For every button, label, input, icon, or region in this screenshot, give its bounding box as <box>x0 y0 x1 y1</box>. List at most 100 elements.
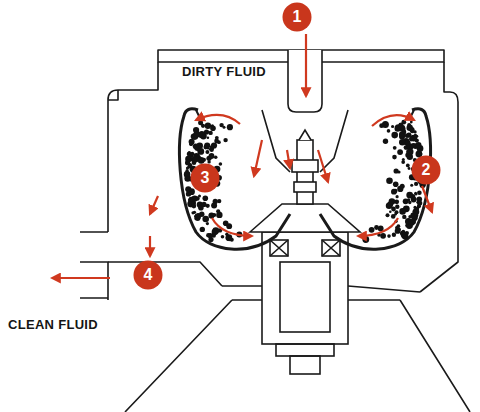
sediment-dot <box>395 228 401 234</box>
sediment-dot <box>391 125 394 128</box>
sediment-dot <box>413 208 420 215</box>
sediment-dot <box>408 167 411 170</box>
sediment-dot <box>193 211 196 214</box>
sediment-dot <box>193 156 199 162</box>
sediment-dot <box>215 136 219 140</box>
motor <box>262 232 348 374</box>
spindle-tip <box>299 130 311 140</box>
callout-number: 4 <box>133 260 163 290</box>
sediment-dot <box>411 143 416 148</box>
flow-arrow <box>150 196 158 214</box>
sediment-dot <box>387 234 391 238</box>
spindle <box>250 130 360 232</box>
spindle-nut <box>294 182 316 192</box>
flow-arrow <box>196 115 240 124</box>
sediment-dot <box>207 136 210 139</box>
sediment-dot <box>374 225 379 230</box>
motor-casing <box>262 232 348 344</box>
sediment-dot <box>406 144 410 148</box>
sediment-dot <box>383 139 388 144</box>
sediment-dot <box>387 129 391 133</box>
sediment-dot <box>185 176 190 181</box>
sediment-dot <box>406 192 413 199</box>
callout-number: 2 <box>411 155 441 185</box>
sediment-dot <box>420 153 423 156</box>
sediment-dot <box>193 143 199 149</box>
sediment-dot <box>391 132 398 139</box>
motor-foot <box>276 344 334 356</box>
sediment-dot <box>392 233 396 237</box>
callout-disc <box>134 261 163 290</box>
sediment-dot <box>210 126 216 132</box>
motor-core <box>280 262 330 332</box>
sediment-dot <box>415 193 418 196</box>
sediment-dot <box>206 222 209 225</box>
sediment-dot <box>201 124 205 128</box>
sediment-dot <box>189 139 195 145</box>
flow-arrow <box>212 218 252 236</box>
housing-lip <box>108 90 118 100</box>
sediment-dot <box>187 155 191 159</box>
sediment-dot <box>200 227 205 232</box>
callout-text: 2 <box>411 155 441 185</box>
flow-arrow <box>52 277 110 279</box>
sediment-dot <box>417 200 422 205</box>
sediment-dot <box>217 199 221 203</box>
sediment-dot <box>407 148 414 155</box>
sediment-dot <box>399 139 406 146</box>
sediment-dot <box>202 216 209 223</box>
bowl-left <box>180 109 290 249</box>
sediment-dot <box>203 196 209 202</box>
sediment-dot <box>211 203 217 209</box>
sediment-dot <box>193 127 199 133</box>
flow-arrow <box>287 150 290 168</box>
flow-arrow <box>318 150 328 182</box>
callout-disc <box>191 164 220 193</box>
housing <box>80 50 470 412</box>
sediment-dot <box>386 213 390 217</box>
sediment-dot <box>408 215 411 218</box>
sediment-dot <box>209 148 212 151</box>
sediment-dot <box>402 233 409 240</box>
sediment-dot <box>208 131 212 135</box>
flow-arrow <box>254 140 262 176</box>
motor-foot-base <box>290 356 320 374</box>
flow-label: DIRTY FLUID <box>182 64 266 79</box>
callout-text: 4 <box>133 260 163 290</box>
sediment-dot <box>392 155 397 160</box>
sediment-dot <box>393 182 399 188</box>
bearing <box>270 240 288 256</box>
callout-number: 3 <box>190 163 220 193</box>
sediment-dot <box>209 153 215 159</box>
sediment-dot <box>410 129 415 134</box>
sediment-dot <box>223 126 226 129</box>
sediment-dot <box>410 121 413 124</box>
sediment-dot <box>394 213 397 216</box>
sediment-dot <box>212 227 219 234</box>
sediment-dot <box>216 209 220 213</box>
sediment-dot <box>386 177 393 184</box>
sediment-dot <box>401 160 405 164</box>
sediment-dot <box>185 186 191 192</box>
sediment-dot <box>198 157 205 164</box>
bearing-cross <box>322 240 340 256</box>
bowl-right <box>320 109 430 249</box>
sediment-dot <box>206 233 210 237</box>
sediment-dot <box>389 211 392 214</box>
sediment-dot <box>397 149 403 155</box>
sediment-dot <box>399 208 406 215</box>
sediment-dot <box>402 130 406 134</box>
sediment-dot <box>414 182 418 186</box>
bearing-cross <box>270 240 288 256</box>
sediment-dot <box>197 148 204 155</box>
rotor-bowl <box>180 109 431 249</box>
sediment-dot <box>395 124 402 131</box>
sediment-dot <box>223 138 227 142</box>
flow-arrow <box>358 218 398 236</box>
sediment-dot <box>192 204 197 209</box>
sediment-dot <box>416 142 422 148</box>
callout-number: 1 <box>282 2 312 32</box>
sediment-dot <box>397 224 401 228</box>
